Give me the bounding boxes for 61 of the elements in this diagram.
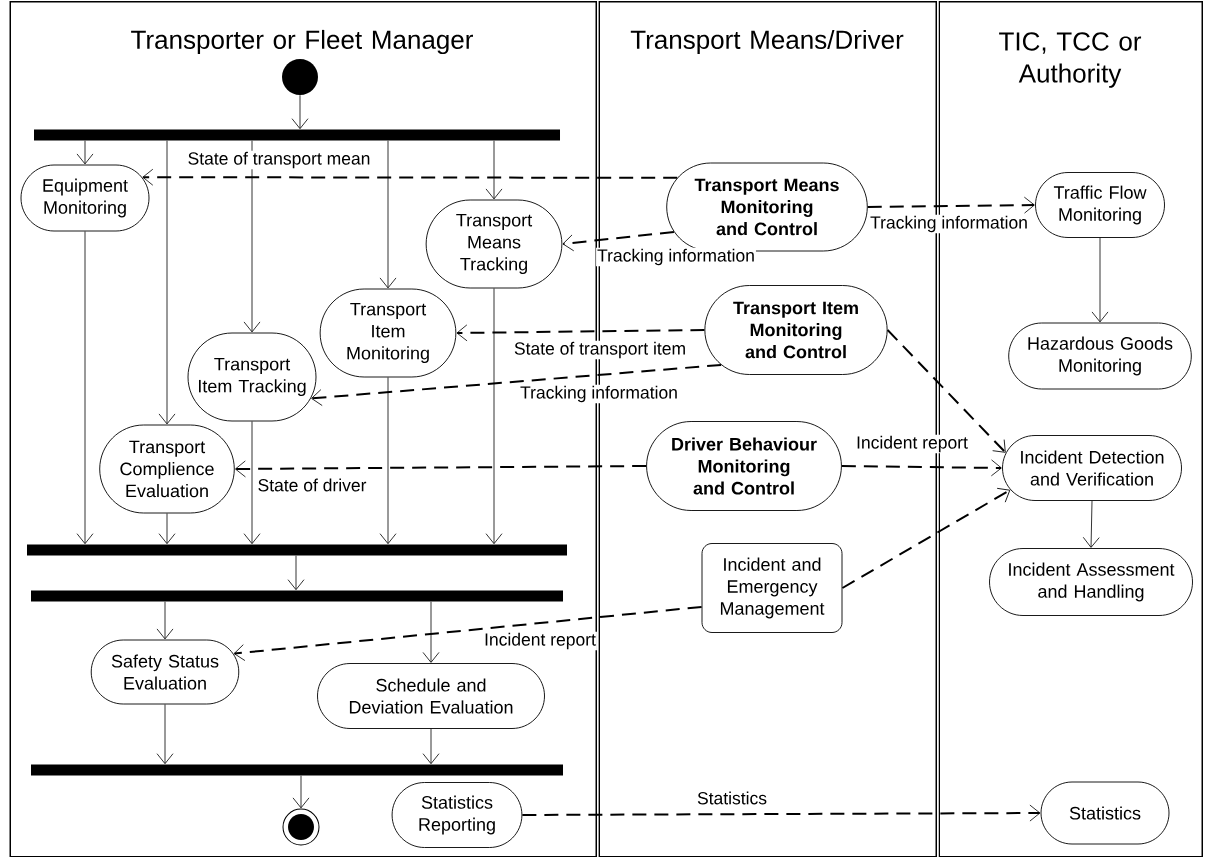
arrow [485, 140, 503, 200]
arrow [1082, 500, 1100, 548]
arrow [156, 704, 174, 765]
arrow [233, 605, 703, 661]
sync-bar [31, 590, 563, 602]
arrow [243, 421, 261, 545]
arrow [291, 94, 309, 130]
activity-box: Statistics [1040, 781, 1170, 845]
arrow [287, 555, 305, 591]
end-node [282, 808, 320, 846]
edge-label: Tracking information [519, 384, 679, 404]
arrow [521, 804, 1041, 822]
sync-bar [34, 129, 560, 141]
activity-box: Transport Means Tracking [425, 199, 563, 289]
edge-label: Tracking information [596, 247, 756, 267]
activity-box: Transport Item Monitoring [319, 288, 457, 378]
arrow [886, 329, 1007, 454]
arrow [840, 459, 1002, 477]
arrow [485, 288, 503, 545]
arrow [456, 324, 706, 342]
activity-box: Equipment Monitoring [20, 164, 150, 232]
activity-box: Transport Item Tracking [187, 332, 317, 422]
activity-box: Incident Detection and Verification [1002, 435, 1182, 501]
activity-box: Incident and Emergency Management [701, 543, 843, 633]
edge-label: State of transport mean [186, 150, 372, 170]
sync-bar [27, 544, 567, 556]
arrow [422, 728, 440, 765]
activity-box: Transport Complience Evaluation [99, 424, 235, 514]
arrow [866, 196, 1035, 214]
activity-box: Incident Assessment and Handling [989, 548, 1193, 616]
activity-box: Driver Behaviour Monitoring and Control [646, 421, 842, 511]
arrow [841, 487, 1011, 589]
edge-label: Incident report [855, 434, 969, 454]
activity-box: Transport Item Monitoring and Control [704, 285, 888, 375]
arrow [234, 460, 648, 478]
arrow [76, 140, 94, 165]
activity-box: Statistics Reporting [391, 782, 523, 848]
edge-label: Statistics [696, 790, 768, 806]
activity-box: Schedule and Deviation Evaluation [317, 663, 545, 729]
edge-label: Incident report [483, 631, 597, 651]
arrow [158, 140, 176, 425]
arrow [292, 775, 310, 809]
start-node [282, 59, 318, 95]
arrow [310, 363, 723, 406]
activity-box: Safety Status Evaluation [90, 639, 240, 705]
sync-bar [31, 764, 563, 776]
edge-label: State of transport item [512, 340, 688, 360]
arrow [156, 601, 174, 640]
arrow [422, 601, 440, 663]
activity-box: Traffic Flow Monitoring [1035, 172, 1165, 238]
activity-box: Hazardous Goods Monitoring [1008, 322, 1192, 390]
arrow [76, 231, 94, 545]
arrow [379, 140, 397, 289]
arrow [243, 140, 261, 333]
edge-label: Tracking information [869, 214, 1029, 234]
arrow [1091, 237, 1109, 323]
arrow [158, 513, 176, 545]
arrow [379, 377, 397, 545]
arrow [142, 168, 679, 186]
edge-label: State of driver [256, 477, 368, 493]
arrow [562, 230, 675, 252]
